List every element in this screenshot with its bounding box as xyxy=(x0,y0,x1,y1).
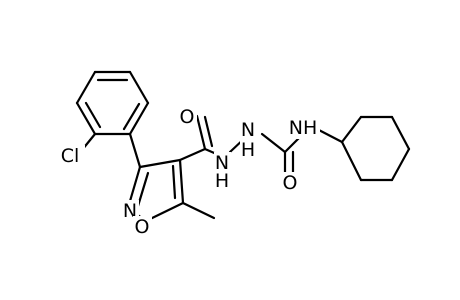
bond xyxy=(128,70,150,105)
bond xyxy=(75,70,97,105)
label-bg xyxy=(281,172,300,194)
label-bg xyxy=(178,106,197,128)
bond xyxy=(144,201,185,223)
atom-nh-amide: NH xyxy=(289,117,318,139)
bond-c-o-left-double xyxy=(203,115,214,148)
bond xyxy=(138,158,182,169)
label-bg xyxy=(214,152,231,174)
label-bg xyxy=(214,170,231,192)
atom-labels: Cl N O O N H N H NH O xyxy=(57,106,320,238)
label-bg xyxy=(57,145,85,167)
double-bond-cc xyxy=(171,164,177,200)
bond-c-o-left xyxy=(195,114,207,151)
double-bond-cn xyxy=(136,171,150,208)
double-bond-inner xyxy=(84,101,102,129)
bond-aryl-isoxazole xyxy=(128,132,142,169)
bond-ring-carbonyl xyxy=(178,147,207,162)
bond xyxy=(390,115,411,151)
atom-h-hydrazide-2: H xyxy=(215,170,229,192)
label-bg xyxy=(286,117,320,139)
double-bond-inner xyxy=(122,102,141,131)
atom-n-hydrazide-2: N xyxy=(215,152,229,174)
bond-c-nh xyxy=(283,136,301,154)
atom-n-hydrazide-1: N xyxy=(241,119,255,141)
bond xyxy=(128,101,150,136)
label-bg xyxy=(133,216,152,238)
bond xyxy=(390,147,411,182)
bond xyxy=(340,140,363,182)
label-bg xyxy=(240,139,257,161)
bond-methyl xyxy=(181,201,216,220)
chlorophenyl-ring xyxy=(75,70,150,136)
atom-o-ring: O xyxy=(135,216,150,238)
atom-h-hydrazide-1: H xyxy=(241,139,255,161)
atom-o-carbonyl-right: O xyxy=(283,172,298,194)
atom-o-carbonyl-left: O xyxy=(180,106,195,128)
atom-cl: Cl xyxy=(61,145,80,167)
bond xyxy=(75,101,97,136)
label-bg xyxy=(240,119,257,141)
cyclohexane-ring xyxy=(340,115,411,182)
bond-n-c-right xyxy=(260,132,287,154)
bond xyxy=(340,115,363,144)
bond xyxy=(178,158,185,205)
